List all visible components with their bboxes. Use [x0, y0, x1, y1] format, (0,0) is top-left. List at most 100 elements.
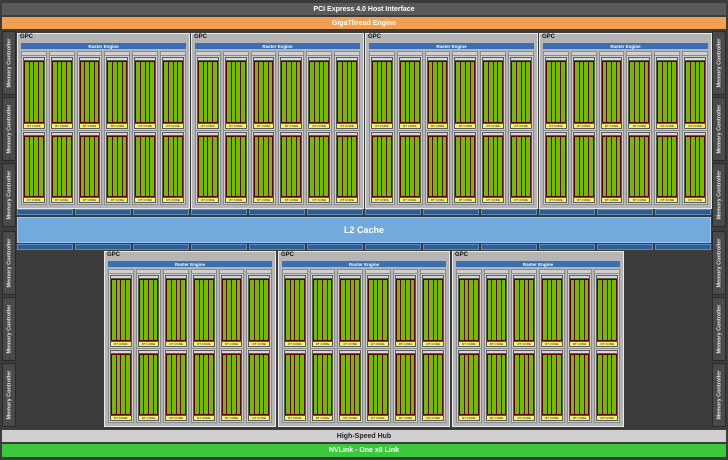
- cuda-cores: [107, 61, 128, 123]
- streaming-multiprocessor: RT CORE: [164, 274, 189, 348]
- rt-core: RT CORE: [281, 198, 302, 202]
- cuda-cores: [51, 61, 72, 123]
- streaming-multiprocessor: RT CORE: [279, 56, 304, 130]
- cuda-cores: [337, 61, 357, 123]
- cuda-cores: [569, 279, 590, 341]
- rt-core: RT CORE: [312, 341, 333, 346]
- rt-core: RT CORE: [685, 198, 705, 202]
- rt-core: RT CORE: [107, 198, 128, 202]
- streaming-multiprocessor: RT CORE: [571, 56, 596, 130]
- rt-core: RT CORE: [111, 416, 131, 420]
- memory-controller-left-2: Memory Controller: [2, 97, 16, 161]
- cuda-cores: [423, 279, 444, 341]
- cuda-cores: [281, 135, 302, 197]
- streaming-multiprocessor: RT CORE: [457, 274, 481, 348]
- rt-core: RT CORE: [138, 341, 159, 346]
- rt-core: RT CORE: [423, 416, 444, 420]
- streaming-multiprocessor: RT CORE: [484, 348, 509, 422]
- cuda-cores: [111, 353, 131, 415]
- l2-slice-strip-bottom: [17, 244, 711, 250]
- rt-core: RT CORE: [597, 416, 618, 420]
- streaming-multiprocessor: RT CORE: [283, 348, 307, 422]
- rt-core: RT CORE: [459, 341, 479, 346]
- rt-core: RT CORE: [198, 123, 218, 128]
- streaming-multiprocessor: RT CORE: [310, 274, 335, 348]
- rt-core: RT CORE: [514, 341, 535, 346]
- memory-controller-left-1: Memory Controller: [2, 31, 16, 95]
- gpc-label: GPC: [542, 34, 556, 40]
- streaming-multiprocessor: RT CORE: [481, 130, 506, 204]
- streaming-multiprocessor: RT CORE: [22, 56, 46, 130]
- rt-core: RT CORE: [486, 416, 507, 420]
- cuda-cores: [395, 279, 416, 341]
- rt-core: RT CORE: [455, 123, 476, 128]
- streaming-multiprocessor: RT CORE: [105, 56, 130, 130]
- memory-controller-right-1: Memory Controller: [712, 31, 726, 95]
- cuda-cores: [455, 135, 476, 197]
- rt-core: RT CORE: [163, 198, 183, 202]
- rt-core: RT CORE: [427, 198, 448, 202]
- streaming-multiprocessor: RT CORE: [595, 348, 620, 422]
- rt-core: RT CORE: [511, 198, 531, 202]
- raster-engine: Raster Engine: [282, 261, 446, 267]
- cuda-cores: [685, 135, 705, 197]
- cuda-cores: [194, 279, 214, 341]
- rt-core: RT CORE: [542, 341, 562, 346]
- cuda-cores: [546, 135, 566, 197]
- streaming-multiprocessor: RT CORE: [136, 274, 161, 348]
- rt-core: RT CORE: [253, 123, 274, 128]
- tpc: RT CORE RT CORE: [104, 51, 131, 205]
- rt-core: RT CORE: [111, 341, 131, 346]
- rt-core: RT CORE: [546, 123, 566, 128]
- streaming-multiprocessor: RT CORE: [544, 130, 568, 204]
- streaming-multiprocessor: RT CORE: [307, 56, 332, 130]
- streaming-multiprocessor: RT CORE: [627, 130, 652, 204]
- cuda-cores: [601, 135, 622, 197]
- rt-core: RT CORE: [455, 198, 476, 202]
- cuda-cores: [514, 279, 535, 341]
- cuda-cores: [225, 61, 246, 123]
- streaming-multiprocessor: RT CORE: [544, 56, 568, 130]
- streaming-multiprocessor: RT CORE: [683, 56, 707, 130]
- rt-core: RT CORE: [281, 123, 302, 128]
- rt-core: RT CORE: [511, 123, 531, 128]
- cuda-cores: [24, 61, 44, 123]
- rt-core: RT CORE: [423, 341, 444, 346]
- rt-core: RT CORE: [309, 123, 330, 128]
- streaming-multiprocessor: RT CORE: [22, 130, 46, 204]
- cuda-cores: [399, 61, 420, 123]
- streaming-multiprocessor: RT CORE: [370, 130, 394, 204]
- rt-core: RT CORE: [249, 341, 270, 346]
- tpc: RT CORE RT CORE: [682, 51, 708, 205]
- tpc: RT CORE RT CORE: [309, 269, 336, 423]
- rt-core: RT CORE: [312, 416, 333, 420]
- cuda-cores: [309, 135, 330, 197]
- streaming-multiprocessor: RT CORE: [425, 56, 450, 130]
- streaming-multiprocessor: RT CORE: [655, 56, 680, 130]
- streaming-multiprocessor: RT CORE: [133, 56, 158, 130]
- rt-core: RT CORE: [569, 416, 590, 420]
- rt-core: RT CORE: [546, 198, 566, 202]
- streaming-multiprocessor: RT CORE: [421, 274, 446, 348]
- cuda-cores: [312, 279, 333, 341]
- streaming-multiprocessor: RT CORE: [599, 130, 624, 204]
- cuda-cores: [24, 135, 44, 197]
- raster-engine: Raster Engine: [21, 43, 186, 49]
- rt-core: RT CORE: [107, 123, 128, 128]
- rt-core: RT CORE: [166, 416, 187, 420]
- cuda-cores: [198, 135, 218, 197]
- rt-core: RT CORE: [601, 123, 622, 128]
